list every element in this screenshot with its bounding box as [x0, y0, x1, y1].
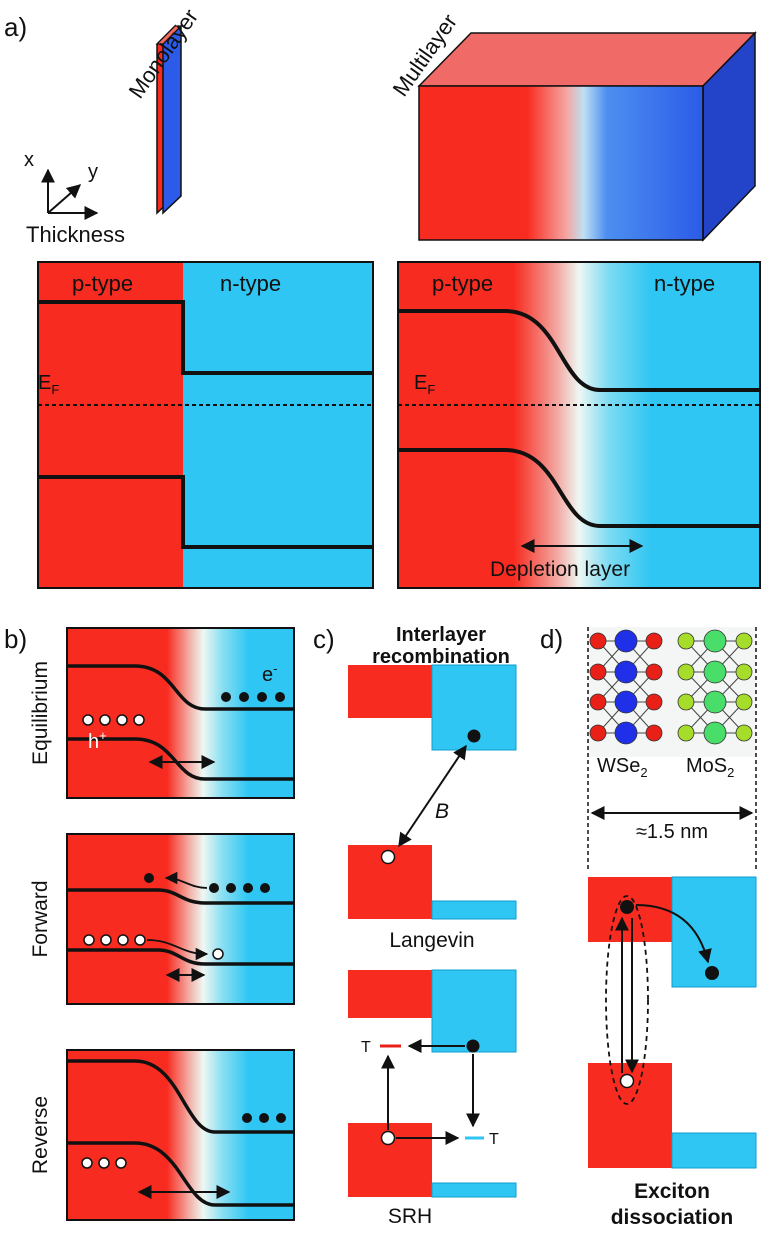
exciton-diagram — [588, 876, 757, 1169]
multi-p-type-label: p-type — [432, 271, 493, 296]
trap-left-label: T — [361, 1039, 371, 1056]
srh-diagram — [348, 969, 517, 1198]
electron-label: e- — [262, 661, 277, 686]
spacing-indicator — [587, 627, 757, 870]
multilayer-block — [417, 31, 757, 242]
trap-right-label: T — [489, 1131, 499, 1148]
axis-y-label: y — [88, 161, 98, 183]
mos2-label: MoS2 — [686, 755, 734, 780]
langevin-label: Langevin — [389, 929, 474, 952]
axis-thickness-label: Thickness — [26, 222, 125, 247]
axis-x-label: x — [24, 149, 34, 171]
monolayer-slab — [155, 24, 183, 215]
panel-d-label: d) — [540, 624, 563, 654]
coefficient-b-label: B — [435, 800, 449, 823]
hole-label: h+ — [88, 728, 107, 753]
hole-dots — [82, 714, 145, 726]
panel-c-label: c) — [313, 624, 335, 654]
mono-fermi-level-label: EF — [38, 372, 59, 397]
srh-label: SRH — [388, 1205, 432, 1228]
langevin-diagram — [348, 664, 517, 920]
panel-d-title-line2: dissociation — [611, 1206, 734, 1229]
band-reverse — [66, 1049, 295, 1221]
depletion-layer-label: Depletion layer — [490, 558, 630, 581]
panel-c-title-line1: Interlayer — [396, 624, 486, 646]
reverse-label: Reverse — [29, 1096, 52, 1174]
band-equilibrium — [66, 627, 295, 799]
band-diagram-monolayer — [37, 261, 374, 589]
panel-a-label: a) — [4, 12, 27, 42]
mono-p-type-label: p-type — [72, 271, 133, 296]
spacing-label: ≈1.5 nm — [636, 821, 708, 843]
wse2-label: WSe2 — [597, 755, 648, 780]
equilibrium-label: Equilibrium — [29, 661, 52, 765]
axes-icon — [41, 168, 99, 220]
band-diagram-multilayer — [397, 261, 761, 589]
panel-b-label: b) — [4, 624, 27, 654]
multi-n-type-label: n-type — [654, 271, 715, 296]
band-forward — [66, 833, 295, 1005]
panel-c-title-line2: recombination — [372, 646, 510, 668]
heterostructure-lattice — [588, 627, 756, 757]
mono-n-type-label: n-type — [220, 271, 281, 296]
multi-fermi-level-label: EF — [414, 372, 435, 397]
forward-label: Forward — [29, 880, 52, 957]
panel-d-title-line1: Exciton — [634, 1180, 710, 1203]
electron-dots — [221, 692, 285, 702]
